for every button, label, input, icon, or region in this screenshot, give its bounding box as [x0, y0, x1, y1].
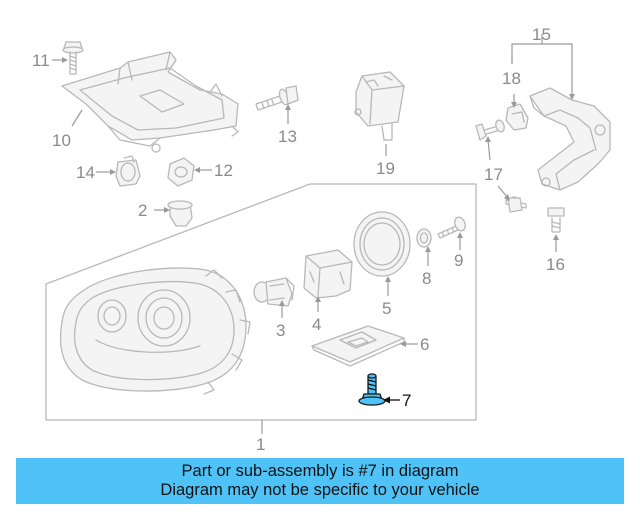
part-15-bracket	[529, 87, 611, 191]
part-11-bolt	[62, 41, 84, 75]
callout-13: 13	[278, 127, 297, 146]
part-4-lamp-unit	[303, 249, 353, 299]
callout-9: 9	[454, 251, 463, 270]
part-1-headlamp-housing	[59, 267, 251, 395]
part-14-socket	[115, 155, 141, 187]
part-9-screw	[437, 216, 466, 239]
callout-4: 4	[312, 315, 321, 334]
leader-line-7	[383, 396, 400, 404]
callout-6: 6	[420, 335, 429, 354]
banner-line-2: Diagram may not be specific to your vehi…	[160, 481, 480, 499]
callout-8: 8	[422, 269, 431, 288]
part-12-nut	[167, 157, 195, 187]
parts-diagram: 1 2 3 4 5 6 7 8 9 10 11 12 13 14 15 16 1…	[32, 25, 611, 454]
callout-15: 15	[532, 25, 551, 44]
callout-11: 11	[32, 51, 50, 70]
part-5-cover	[353, 211, 411, 277]
callout-5: 5	[382, 299, 391, 318]
part-8-seal	[416, 228, 432, 248]
callout-16: 16	[546, 255, 565, 274]
callout-labels: 1 2 3 4 5 6 7 8 9 10 11 12 13 14 15 16 1…	[32, 25, 565, 454]
callout-14: 14	[76, 163, 95, 182]
part-16-bolt	[547, 207, 565, 233]
callout-1: 1	[256, 435, 265, 454]
part-19-module	[354, 71, 405, 141]
info-banner: Part or sub-assembly is #7 in diagram Di…	[16, 458, 624, 504]
banner-line-1: Part or sub-assembly is #7 in diagram	[181, 462, 459, 480]
part-7-bolt-highlighted	[358, 373, 386, 406]
part-2-grommet	[167, 200, 193, 227]
part-17-bolt-lower	[505, 196, 527, 213]
callout-19: 19	[376, 159, 395, 178]
part-6-plate	[311, 325, 405, 367]
part-1-frame	[45, 183, 477, 421]
callout-3: 3	[276, 321, 285, 340]
callout-2: 2	[138, 201, 147, 220]
part-3-bulb	[253, 277, 295, 307]
leader-lines	[52, 34, 575, 434]
part-13-bolt	[255, 85, 299, 111]
callout-18: 18	[502, 69, 521, 88]
part-18-clip	[505, 103, 529, 131]
callout-12: 12	[214, 161, 233, 180]
callout-7-highlighted: 7	[402, 391, 411, 410]
part-10-bracket	[61, 51, 239, 153]
part-17-bolt-upper	[475, 119, 505, 141]
callout-17: 17	[484, 165, 503, 184]
callout-10: 10	[52, 131, 71, 150]
